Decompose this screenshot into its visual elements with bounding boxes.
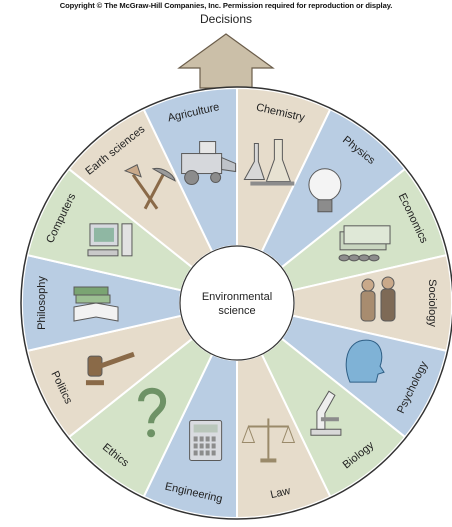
decisions-label: Decisions — [199, 12, 253, 26]
people-icon — [360, 276, 396, 322]
combine-harvester-icon — [181, 141, 237, 186]
microscope-icon — [310, 390, 342, 436]
center-label-line2: science — [218, 305, 255, 317]
segment-label-sociology: Sociology — [426, 279, 438, 327]
segment-label-law: Law — [269, 485, 291, 501]
question-mark-icon — [138, 387, 167, 438]
gavel-icon — [85, 351, 135, 386]
center-hub — [179, 245, 295, 361]
center-label-line1: Environmental — [202, 291, 272, 303]
wheel-outer-ring — [20, 86, 452, 520]
decisions-arrow — [177, 33, 275, 89]
copyright-notice: Copyright © The McGraw-Hill Companies, I… — [59, 1, 393, 10]
segment-label-philosophy: Philosophy — [36, 276, 48, 330]
light-bulb-icon — [308, 168, 342, 213]
shovel-pick-icon — [123, 164, 176, 210]
scales-icon — [241, 418, 296, 463]
calculator-icon — [189, 419, 223, 461]
head-icon — [345, 339, 385, 383]
books-icon — [73, 286, 119, 322]
flasks-icon — [243, 139, 295, 186]
money-icon — [338, 225, 391, 262]
segment-icons — [73, 139, 396, 463]
computer-icon — [87, 223, 133, 257]
